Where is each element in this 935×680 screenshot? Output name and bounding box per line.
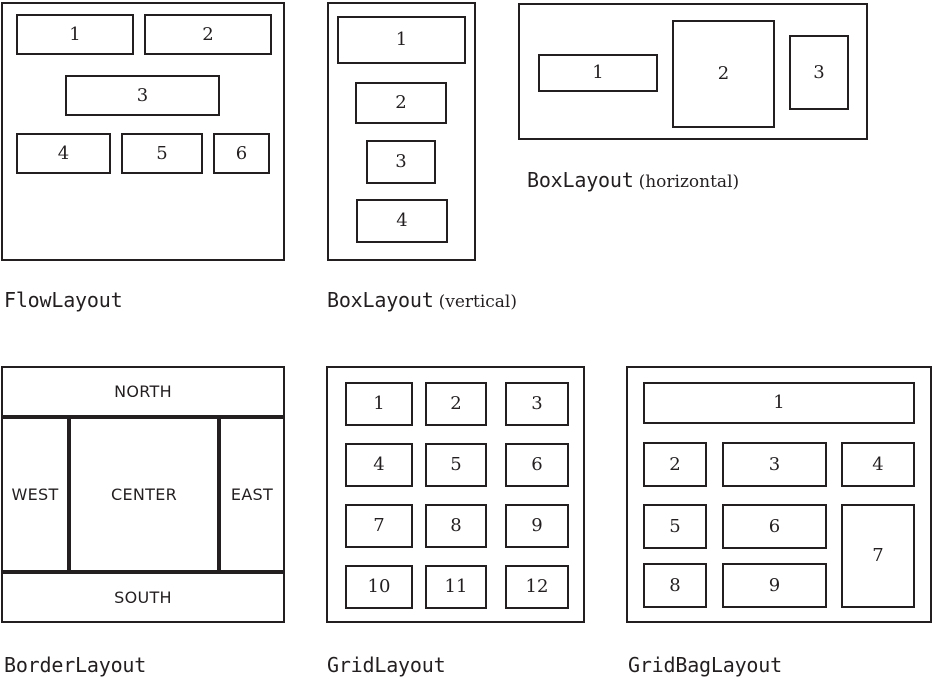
cell-flowlayout-2: 2 <box>144 14 272 55</box>
caption-gridbaglayout: GridBagLayout <box>628 655 782 675</box>
caption-class-name: BorderLayout <box>4 653 147 677</box>
region-label: EAST <box>230 484 274 504</box>
caption-class-name: BoxLayout <box>327 288 434 312</box>
cell-label: 3 <box>136 84 149 106</box>
cell-label: 6 <box>768 515 781 537</box>
cell-label: 2 <box>669 453 681 475</box>
cell-gridlayout-6: 6 <box>505 443 569 487</box>
cell-label: 8 <box>450 515 462 536</box>
region-label: NORTH <box>114 381 172 401</box>
caption-class-name: FlowLayout <box>4 288 123 312</box>
cell-boxlayout-horizontal-1: 1 <box>538 54 658 92</box>
cell-label: 4 <box>57 142 70 164</box>
cell-boxlayout-vertical-2: 2 <box>355 82 447 124</box>
cell-label: 1 <box>592 62 604 83</box>
cell-label: 9 <box>768 574 781 596</box>
cell-gridbaglayout-2: 2 <box>643 442 707 487</box>
cell-label: 12 <box>525 576 549 597</box>
cell-gridbaglayout-5: 5 <box>643 504 707 549</box>
region-borderlayout-south: SOUTH <box>1 572 285 623</box>
caption-flowlayout: FlowLayout <box>4 288 123 312</box>
cell-flowlayout-5: 5 <box>121 133 203 174</box>
cell-flowlayout-6: 6 <box>213 133 270 174</box>
cell-gridbaglayout-8: 8 <box>643 563 707 608</box>
cell-label: 2 <box>717 63 730 84</box>
cell-boxlayout-vertical-1: 1 <box>337 16 466 64</box>
cell-label: 10 <box>367 576 391 597</box>
cell-label: 2 <box>395 92 407 113</box>
cell-label: 2 <box>450 393 462 414</box>
cell-gridlayout-3: 3 <box>505 382 569 426</box>
cell-gridbaglayout-3: 3 <box>722 442 827 487</box>
cell-label: 3 <box>395 151 407 172</box>
cell-label: 6 <box>235 142 248 164</box>
cell-label: 4 <box>872 453 884 475</box>
cell-label: 3 <box>813 61 825 83</box>
cell-label: 3 <box>768 453 781 475</box>
caption-borderlayout: BorderLayout <box>4 655 146 675</box>
cell-label: 1 <box>373 393 385 414</box>
region-borderlayout-west: WEST <box>1 417 69 572</box>
cell-label: 8 <box>669 574 681 596</box>
cell-label: 2 <box>202 23 214 45</box>
caption-qualifier: (horizontal) <box>638 172 740 192</box>
cell-boxlayout-vertical-3: 3 <box>366 140 436 184</box>
cell-boxlayout-horizontal-2: 2 <box>672 20 775 128</box>
region-label: WEST <box>11 484 59 504</box>
cell-gridbaglayout-6: 6 <box>722 504 827 549</box>
caption-boxlayout-vertical: BoxLayout(vertical) <box>327 290 517 311</box>
cell-gridlayout-7: 7 <box>345 504 413 548</box>
cell-gridlayout-5: 5 <box>425 443 487 487</box>
caption-gridlayout: GridLayout <box>327 653 446 677</box>
cell-label: 11 <box>444 576 468 597</box>
cell-label: 6 <box>531 454 543 475</box>
cell-gridbaglayout-9: 9 <box>722 563 827 608</box>
region-borderlayout-east: EAST <box>219 417 285 572</box>
caption-class-name: GridBagLayout <box>628 653 782 677</box>
cell-gridbaglayout-4: 4 <box>841 442 915 487</box>
cell-gridlayout-12: 12 <box>505 565 569 609</box>
cell-flowlayout-4: 4 <box>16 133 111 174</box>
cell-flowlayout-3: 3 <box>65 75 220 116</box>
cell-label: 1 <box>773 392 785 413</box>
cell-flowlayout-1: 1 <box>16 14 134 55</box>
cell-label: 1 <box>69 23 81 45</box>
caption-class-name: GridLayout <box>327 653 446 677</box>
cell-label: 9 <box>531 515 543 536</box>
region-label: SOUTH <box>114 587 172 607</box>
cell-gridlayout-2: 2 <box>425 382 487 426</box>
cell-gridbaglayout-7: 7 <box>841 504 915 608</box>
cell-gridlayout-11: 11 <box>425 565 487 609</box>
cell-boxlayout-vertical-4: 4 <box>356 199 448 243</box>
caption-class-name: BoxLayout <box>527 168 634 192</box>
cell-label: 1 <box>395 29 408 50</box>
cell-gridlayout-1: 1 <box>345 382 413 426</box>
cell-gridlayout-10: 10 <box>345 565 413 609</box>
cell-gridlayout-8: 8 <box>425 504 487 548</box>
cell-gridlayout-4: 4 <box>345 443 413 487</box>
region-borderlayout-north: NORTH <box>1 366 285 417</box>
cell-label: 4 <box>373 454 385 475</box>
cell-label: 5 <box>450 454 462 475</box>
cell-label: 5 <box>669 515 681 537</box>
region-label: CENTER <box>110 484 178 504</box>
cell-label: 7 <box>373 515 385 536</box>
cell-label: 4 <box>396 210 408 231</box>
cell-gridbaglayout-1: 1 <box>643 382 915 424</box>
cell-label: 3 <box>531 393 543 414</box>
cell-gridlayout-9: 9 <box>505 504 569 548</box>
region-borderlayout-center: CENTER <box>69 417 219 572</box>
caption-qualifier: (vertical) <box>438 292 517 312</box>
cell-label: 7 <box>872 545 884 566</box>
caption-boxlayout-horizontal: BoxLayout(horizontal) <box>527 170 739 191</box>
cell-label: 5 <box>156 142 168 164</box>
cell-boxlayout-horizontal-3: 3 <box>789 35 849 110</box>
